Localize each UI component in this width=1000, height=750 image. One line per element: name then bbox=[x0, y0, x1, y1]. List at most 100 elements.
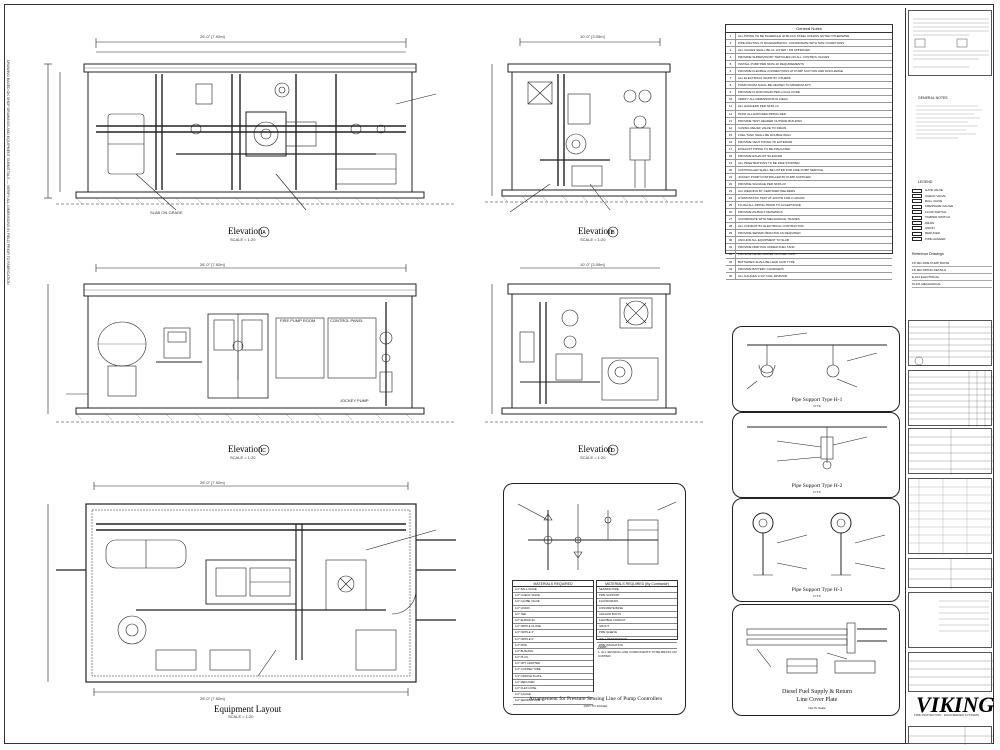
elevation-a-scale: SCALE = 1:20 bbox=[230, 237, 256, 242]
legend-label: GATE VALVE bbox=[925, 188, 944, 193]
tb-project bbox=[908, 592, 992, 648]
note-number: 13 bbox=[726, 117, 736, 124]
note-number: 24 bbox=[726, 195, 736, 202]
equipment-layout-dim-bottom: 26'-0" [7.92m] bbox=[200, 696, 225, 701]
note-text: ALL WELDING BY CERTIFIED WELDERS bbox=[738, 189, 796, 194]
legend-heading: LEGEND bbox=[918, 180, 933, 184]
bom-left-title: MATERIALS REQUIRED bbox=[513, 581, 593, 587]
note-text: ALL VALVES SHALL BE UL LISTED / FM APPRO… bbox=[738, 48, 811, 53]
company-logo: VIKING bbox=[916, 692, 995, 717]
tb-revisions bbox=[908, 370, 993, 427]
elevation-d-tag-icon: D bbox=[607, 444, 619, 456]
legend-label: PRESSURE GAUGE bbox=[925, 204, 954, 209]
bom-row: 1/2" BALL VALVE bbox=[513, 587, 593, 594]
tb-general-notes bbox=[908, 102, 992, 146]
bom-row: WALL PENETRATION bbox=[597, 637, 677, 643]
sensing-line-diagram bbox=[517, 501, 677, 570]
sensing-note-title: Note: bbox=[598, 644, 608, 649]
legend-item: PRESSURE GAUGE bbox=[912, 204, 992, 209]
legend-label: REDUCER bbox=[925, 231, 940, 236]
legend-item: UNION bbox=[912, 226, 992, 231]
note-text: PAINT ALL EXPOSED PIPING RED bbox=[738, 111, 786, 116]
bom-right-title: MATERIALS REQUIRED (By Contractor) bbox=[597, 581, 677, 587]
legend-label: FLOW SWITCH bbox=[925, 209, 947, 214]
tb-top-notes bbox=[908, 10, 992, 76]
note-text: PROVIDE VENT PIPING TO EXTERIOR bbox=[738, 139, 793, 144]
note-number: 18 bbox=[726, 152, 736, 159]
note-text: PROVIDE DRIP PAN UNDER FUEL TANK bbox=[738, 245, 795, 250]
pipe-support-h2-panel: Pipe Support Type H-2 N.T.S bbox=[732, 412, 900, 498]
bom-row: 1/2" TEE bbox=[513, 612, 593, 618]
elevation-c-title: Elevation bbox=[228, 444, 263, 454]
reference-item: FP-001 FIRE PUMP ROOM bbox=[912, 260, 992, 267]
bom-row: GROUT bbox=[597, 624, 677, 631]
elevation-a-drawing bbox=[36, 34, 476, 224]
note-text: BATTERIES SHALL BE LEAD ACID TYPE bbox=[738, 259, 795, 264]
note-number: 3 bbox=[726, 47, 736, 54]
note-number: 23 bbox=[726, 188, 736, 195]
elevation-b-tag-icon: B bbox=[607, 226, 619, 238]
legend-symbol-icon bbox=[912, 215, 922, 220]
sensing-note-text: 1. ALL SENSING LINE COMPONENTS TO BE BRA… bbox=[598, 650, 677, 658]
bom-row: PIPE INSULATION bbox=[597, 643, 677, 649]
bom-row: 1/2" BUSHING bbox=[513, 649, 593, 656]
note-text: ALL HANGERS PER NFPA 13 bbox=[738, 104, 779, 109]
legend-symbol-icon bbox=[912, 210, 922, 215]
legend-label: TAMPER SWITCH bbox=[925, 215, 950, 220]
tb-sheet-info bbox=[908, 652, 993, 692]
tb-symbols bbox=[908, 428, 993, 475]
note-number: 35 bbox=[726, 272, 736, 279]
note-text: COORDINATE WITH MECHANICAL TRADES bbox=[738, 217, 800, 222]
note-number: 21 bbox=[726, 173, 736, 180]
fuel-line-scale: Not To Scale bbox=[808, 706, 826, 710]
pipe-support-h2-title: Pipe Support Type H-2 bbox=[791, 483, 843, 489]
note-text: PROVIDE AS-BUILT DRAWINGS bbox=[738, 210, 783, 215]
legend-item: GATE VALVE bbox=[912, 188, 992, 193]
note-number: 14 bbox=[726, 124, 736, 131]
reference-item: FP-002 PIPING DETAILS bbox=[912, 267, 992, 274]
bom-right: MATERIALS REQUIRED (By Contractor) SENSI… bbox=[596, 580, 678, 649]
elevation-c-drawing bbox=[36, 262, 476, 442]
note-text: CASING RELIEF VALVE TO DRAIN bbox=[738, 125, 786, 130]
note-number: 26 bbox=[726, 209, 736, 216]
general-notes-heading: GENERAL NOTES bbox=[918, 96, 948, 100]
note-number: 34 bbox=[726, 265, 736, 272]
note-number: 32 bbox=[726, 251, 736, 258]
bom-row: 1/2" NPT ADAPTER bbox=[513, 661, 593, 668]
pipe-support-h1-diagram bbox=[746, 332, 887, 390]
note-text: VERIFY ALL DIMENSIONS IN FIELD bbox=[738, 97, 788, 102]
bom-row: 1/2" NIPPLE 3" bbox=[513, 630, 593, 637]
note-text: ALL CONDUIT BY ELECTRICAL CONTRACTOR bbox=[738, 224, 804, 229]
note-text: PROVIDE BATTERY CHARGERS bbox=[738, 266, 784, 271]
legend-item: DRAIN bbox=[912, 220, 992, 226]
bom-row: 1/2" NIPPLE 6" bbox=[513, 637, 593, 643]
legend-label: PIPE HANGER bbox=[925, 236, 946, 241]
note-text: FUEL TANK SHALL BE DOUBLE WALL bbox=[738, 132, 792, 137]
bom-row: 1/2" FLEX HOSE bbox=[513, 686, 593, 693]
legend-item: CHECK VALVE bbox=[912, 193, 992, 199]
note-number: 1 bbox=[726, 33, 736, 40]
legend-symbol-icon bbox=[912, 231, 922, 236]
elevation-c-tag-icon: C bbox=[258, 444, 270, 456]
bom-row: 1/2" NIPPLE CLOSE bbox=[513, 624, 593, 631]
note-text: PUMP ROOM SHALL BE HEATED TO MINIMUM 40°… bbox=[738, 83, 812, 88]
legend-symbol-icon bbox=[912, 199, 922, 204]
note-text: HYDROSTATIC TEST AT 200 PSI FOR 2 HOURS bbox=[738, 196, 805, 201]
